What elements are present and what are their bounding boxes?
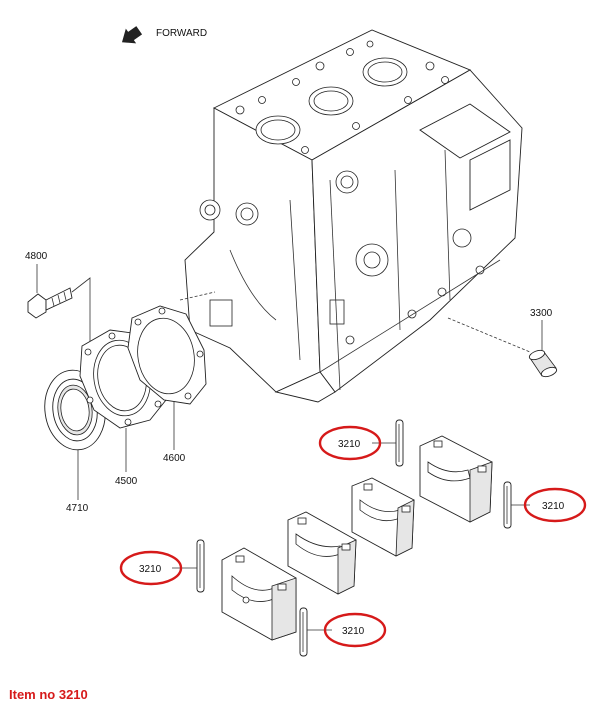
bearing-cap-rear [419, 435, 493, 523]
item-caption: Item no 3210 [9, 687, 88, 702]
bearing-cap-center [351, 477, 415, 557]
highlight-ring-right [523, 487, 587, 523]
cylinder-block [184, 29, 523, 403]
bolt [27, 287, 73, 319]
gasket [127, 305, 207, 405]
highlight-ring-lower [323, 612, 387, 648]
pin-left-label: 3210 [139, 564, 162, 575]
bearing-cap-intermediate [287, 511, 357, 595]
forward-label: FORWARD [156, 28, 207, 39]
dowel-pin-left [196, 539, 205, 593]
dowel-pin-right [503, 481, 512, 529]
dowel-pin-lower [299, 607, 308, 657]
pin-right-label: 3210 [542, 501, 565, 512]
highlight-ring-left [119, 550, 183, 586]
seal-case-label: 4500 [115, 476, 138, 487]
forward-arrow-icon [121, 26, 143, 44]
plug [528, 349, 558, 378]
pin-upper-label: 3210 [338, 439, 361, 450]
highlight-ring-upper [318, 425, 382, 461]
gasket-label: 4600 [163, 453, 186, 464]
oil-seal-label: 4710 [66, 503, 89, 514]
pin-lower-label: 3210 [342, 626, 365, 637]
plug-label: 3300 [530, 308, 553, 319]
bearing-cap-front [221, 547, 297, 641]
bolt-guide-line [71, 277, 91, 350]
dowel-pin-upper [395, 419, 404, 467]
bolt-label: 4800 [25, 251, 48, 262]
